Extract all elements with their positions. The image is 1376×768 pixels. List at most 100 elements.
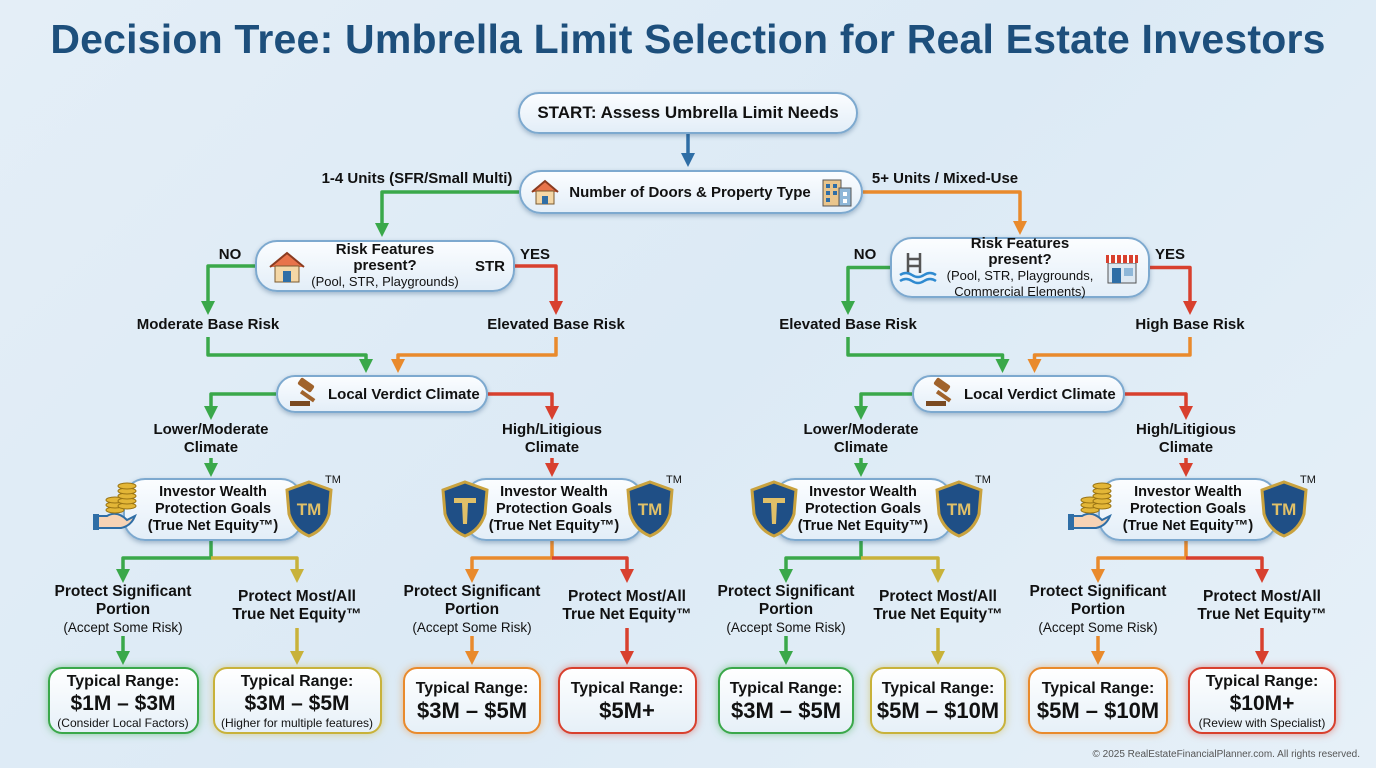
option-label: Protect Most/All True Net Equity™ [863, 588, 1013, 624]
verdict-label: Local Verdict Climate [964, 385, 1116, 403]
goal-line: Investor Wealth [1134, 484, 1242, 500]
trademark-mark: TM [975, 474, 991, 486]
coins-hand-icon [1066, 480, 1118, 537]
range-value: $1M – $3M [70, 691, 176, 715]
connector-orange [1027, 337, 1192, 373]
no-label: NO [218, 246, 242, 263]
typical-range-result: Typical Range:$5M+ [557, 667, 697, 734]
range-note: (Review with Specialist) [1198, 715, 1326, 730]
branch-label-small: 1-4 Units (SFR/Small Multi) [321, 170, 513, 187]
range-value: $10M+ [1229, 691, 1295, 715]
connector-green [375, 190, 519, 237]
option-subtitle: (Accept Some Risk) [1038, 620, 1158, 635]
connector-green [204, 392, 276, 420]
goal-line: (True Net Equity™) [797, 518, 929, 534]
connector-green [841, 265, 890, 315]
typical-range-result: Typical Range:$3M – $5M(Higher for multi… [212, 667, 382, 734]
connector-orange [1091, 541, 1188, 583]
option-title: Protect Significant Portion [403, 583, 541, 618]
doors-node: Number of Doors & Property Type [519, 170, 863, 214]
option-label: Protect Significant Portion(Accept Some … [397, 583, 547, 637]
connector-orange [391, 337, 558, 373]
option-title: Protect Most/All True Net Equity™ [1197, 588, 1327, 623]
svg-text:TM: TM [1272, 500, 1297, 519]
goal-line: (True Net Equity™) [1122, 518, 1254, 534]
typical-range-result: Typical Range:$1M – $3M(Consider Local F… [47, 667, 199, 734]
goal-line: (True Net Equity™) [488, 518, 620, 534]
option-title: Protect Most/All True Net Equity™ [562, 588, 692, 623]
base-risk-yes: Elevated Base Risk [487, 316, 625, 333]
apartment-building-icon [822, 179, 852, 207]
coins-hand-icon [91, 480, 143, 537]
option-title: Protect Significant Portion [54, 583, 192, 618]
option-label: Protect Significant Portion(Accept Some … [1023, 583, 1173, 637]
t-shield-icon [440, 480, 490, 543]
range-title: Typical Range: [729, 679, 843, 697]
goal-line: Investor Wealth [159, 484, 267, 500]
verdict-node: Local Verdict Climate [912, 375, 1125, 413]
connector-green [779, 541, 863, 583]
trademark-mark: TM [666, 474, 682, 486]
tm-shield-icon: TM [1259, 480, 1309, 543]
svg-text:TM: TM [297, 500, 322, 519]
connector-green [854, 392, 912, 420]
option-subtitle: (Accept Some Risk) [726, 620, 846, 635]
option-label: Protect Most/All True Net Equity™ [222, 588, 372, 624]
svg-text:TM: TM [638, 500, 663, 519]
goal-line: Investor Wealth [500, 484, 608, 500]
range-title: Typical Range: [415, 679, 529, 697]
option-label: Protect Most/All True Net Equity™ [1187, 588, 1337, 624]
branch-label-large: 5+ Units / Mixed-Use [871, 170, 1019, 187]
goal-line: Protection Goals [495, 501, 613, 517]
verdict-node: Local Verdict Climate [276, 375, 488, 413]
svg-text:TM: TM [947, 500, 972, 519]
range-note: (Consider Local Factors) [57, 715, 189, 730]
range-value: $3M – $5M [416, 697, 528, 723]
typical-range-result: Typical Range:$5M – $10M [870, 667, 1006, 734]
connector-red [1150, 265, 1197, 315]
typical-range-result: Typical Range:$3M – $5M [403, 667, 541, 734]
connector-orange [465, 541, 554, 583]
doors-label: Number of Doors & Property Type [569, 183, 811, 201]
climate-label: High/Litigious Climate [502, 421, 602, 456]
option-title: Protect Significant Portion [717, 583, 855, 618]
verdict-label: Local Verdict Climate [328, 385, 480, 403]
range-value: $5M+ [599, 697, 655, 723]
option-title: Protect Most/All True Net Equity™ [232, 588, 362, 623]
copyright-footer: © 2025 RealEstateFinancialPlanner.com. A… [1092, 749, 1360, 760]
connector-red [488, 392, 559, 420]
connector-green [116, 541, 213, 583]
yes-label: YES [519, 246, 551, 263]
goal-line: (True Net Equity™) [147, 518, 279, 534]
connector-yellow [211, 556, 304, 583]
option-label: Protect Significant Portion(Accept Some … [48, 583, 198, 637]
connector-red [1186, 556, 1269, 583]
storefront-icon [1104, 251, 1140, 289]
start-label: START: Assess Umbrella Limit Needs [537, 103, 839, 122]
str-badge: STR [475, 258, 505, 275]
goal-line: Protection Goals [804, 501, 922, 517]
range-title: Typical Range: [66, 672, 180, 690]
goal-line: Protection Goals [154, 501, 272, 517]
risk-title: Risk Features present? [970, 234, 1070, 268]
range-value: $3M – $5M [730, 697, 842, 723]
gavel-icon [288, 377, 322, 411]
yes-label: YES [1154, 246, 1186, 263]
option-label: Protect Significant Portion (Accept Some … [711, 583, 861, 637]
range-title: Typical Range: [1041, 679, 1155, 697]
connector-green [846, 337, 1010, 373]
connector-orange [863, 190, 1027, 235]
t-shield-icon [749, 480, 799, 543]
house-icon [531, 179, 559, 205]
connector-red [515, 264, 563, 315]
house-icon [267, 249, 307, 289]
trademark-mark: TM [1300, 474, 1316, 486]
base-risk-no: Elevated Base Risk [779, 316, 917, 333]
typical-range-result: Typical Range:$10M+(Review with Speciali… [1188, 667, 1336, 734]
pool-icon [898, 249, 938, 289]
connector-green [206, 337, 373, 373]
climate-label: Lower/Moderate Climate [153, 421, 269, 456]
